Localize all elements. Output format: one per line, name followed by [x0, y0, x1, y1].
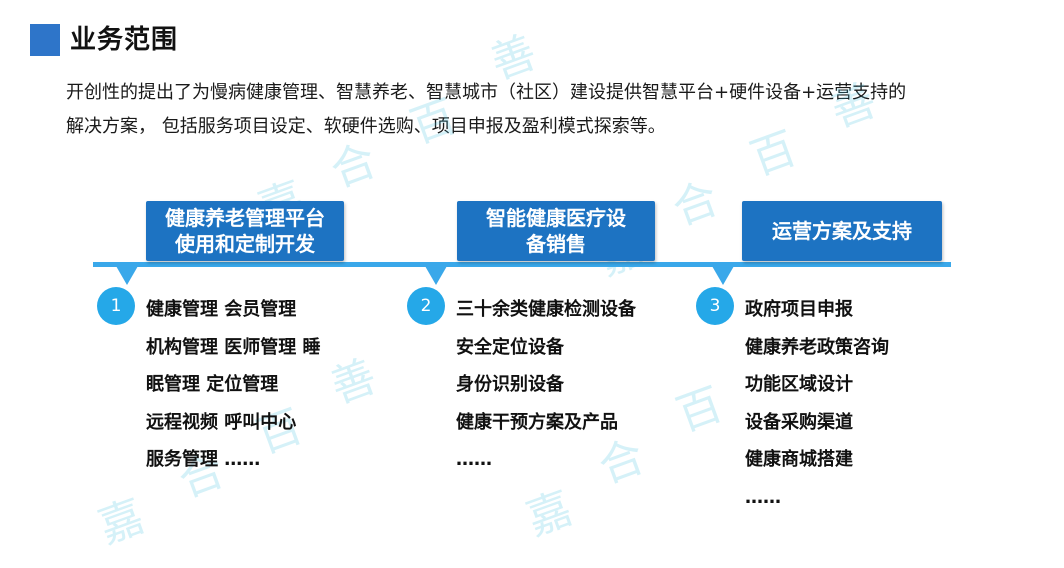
list-item: 设备采购渠道: [745, 411, 853, 433]
timeline-pointer-2: [425, 266, 447, 285]
title-square-icon: [30, 24, 60, 56]
intro-line-1: 开创性的提出了为慢病健康管理、智慧养老、智慧城市（社区）建设提供智慧平台+硬件设…: [66, 82, 907, 103]
list-item: 功能区域设计: [745, 374, 853, 395]
column-2-heading-line-1: 智能健康医疗设: [486, 206, 626, 230]
column-3-heading-line-1: 运营方案及支持: [772, 219, 912, 243]
column-3-list: 政府项目申报 健康养老政策咨询 功能区域设计 设备采购渠道 健康商城搭建 ……: [745, 291, 889, 516]
timeline-bar: [93, 262, 951, 267]
column-2-heading: 智能健康医疗设 备销售: [457, 201, 655, 261]
list-item: 健康养老政策咨询: [745, 336, 889, 358]
list-item: ……: [745, 486, 781, 508]
list-item: 机构管理 医师管理 睡: [146, 336, 321, 358]
list-item: 健康管理 会员管理: [146, 299, 297, 320]
column-1-heading: 健康养老管理平台 使用和定制开发: [146, 201, 344, 261]
column-2-heading-line-2: 备销售: [526, 232, 586, 256]
column-1-list: 健康管理 会员管理 机构管理 医师管理 睡 眠管理 定位管理 远程视频 呼叫中心…: [146, 291, 321, 479]
watermark-char: 嘉: [92, 490, 151, 554]
list-item: 健康干预方案及产品: [456, 411, 618, 433]
list-item: 身份识别设备: [456, 374, 564, 395]
timeline-pointer-1: [116, 266, 138, 285]
watermark-char: 嘉: [520, 482, 579, 546]
list-item: 三十余类健康检测设备: [456, 299, 636, 320]
column-1-heading-line-1: 健康养老管理平台: [165, 206, 325, 230]
list-item: 安全定位设备: [456, 336, 564, 358]
step-number-1: 1: [97, 287, 135, 325]
list-item: ……: [456, 449, 492, 470]
page-title: 业务范围: [70, 25, 179, 55]
intro-text: 开创性的提出了为慢病健康管理、智慧养老、智慧城市（社区）建设提供智慧平台+硬件设…: [66, 76, 1026, 144]
list-item: 远程视频 呼叫中心: [146, 411, 297, 433]
list-item: 服务管理 ……: [146, 449, 261, 470]
watermark-char: 善: [324, 350, 383, 414]
column-3-heading: 运营方案及支持: [742, 201, 942, 261]
list-item: 健康商城搭建: [745, 449, 853, 470]
intro-line-2: 解决方案， 包括服务项目设定、软硬件选购、项目申报及盈利模式探索等。: [66, 116, 666, 137]
column-2-list: 三十余类健康检测设备 安全定位设备 身份识别设备 健康干预方案及产品 ……: [456, 291, 636, 479]
column-1-heading-line-2: 使用和定制开发: [175, 232, 315, 256]
list-item: 眠管理 定位管理: [146, 374, 279, 395]
watermark-char: 百: [670, 378, 729, 442]
list-item: 政府项目申报: [745, 299, 853, 320]
step-number-3: 3: [696, 287, 734, 325]
timeline-pointer-3: [712, 266, 734, 285]
watermark-char: 合: [666, 172, 725, 236]
step-number-2: 2: [407, 287, 445, 325]
